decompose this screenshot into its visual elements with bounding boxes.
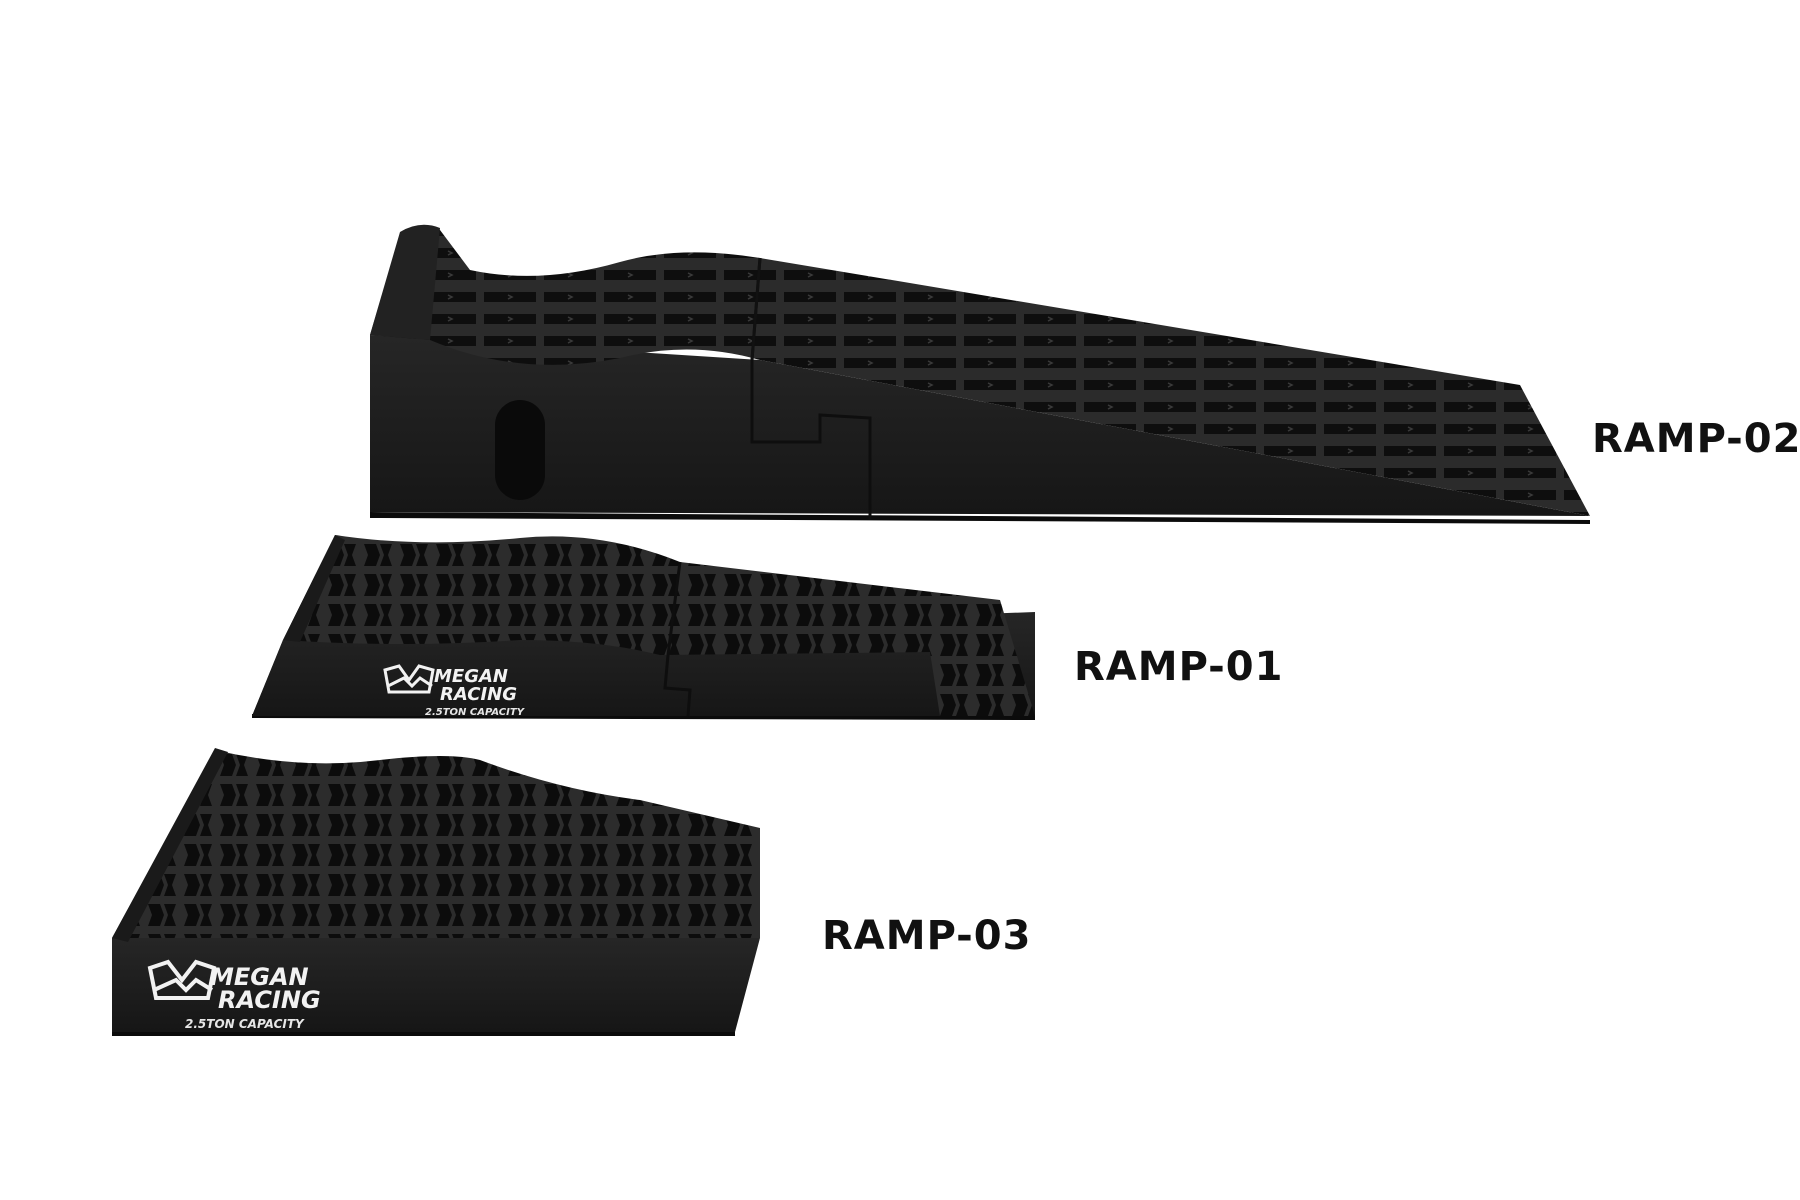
ramp-01-brand-line1: MEGAN (434, 666, 508, 687)
ramp-02-image (370, 224, 1590, 524)
ramp-03-logo: MEGAN RACING 2.5TON CAPACITY (147, 959, 321, 1031)
ramp-01-label: RAMP-01 (1074, 644, 1284, 690)
ramp-01-brand-line2: RACING (440, 684, 517, 705)
ramp-03-label: RAMP-03 (822, 913, 1032, 959)
ramp-03-brand-line2: RACING (218, 986, 321, 1014)
ramp-01-capacity: 2.5TON CAPACITY (425, 707, 526, 718)
ramp-01-image: MEGAN RACING 2.5TON CAPACITY (252, 535, 1035, 720)
ramp-03-image: MEGAN RACING 2.5TON CAPACITY (112, 748, 760, 1036)
ramp-02-label: RAMP-02 (1592, 416, 1800, 462)
ramp-03-brand-line1: MEGAN (210, 963, 309, 991)
ramp-01-logo: MEGAN RACING 2.5TON CAPACITY (383, 664, 526, 718)
ramp-03-capacity: 2.5TON CAPACITY (185, 1017, 305, 1031)
